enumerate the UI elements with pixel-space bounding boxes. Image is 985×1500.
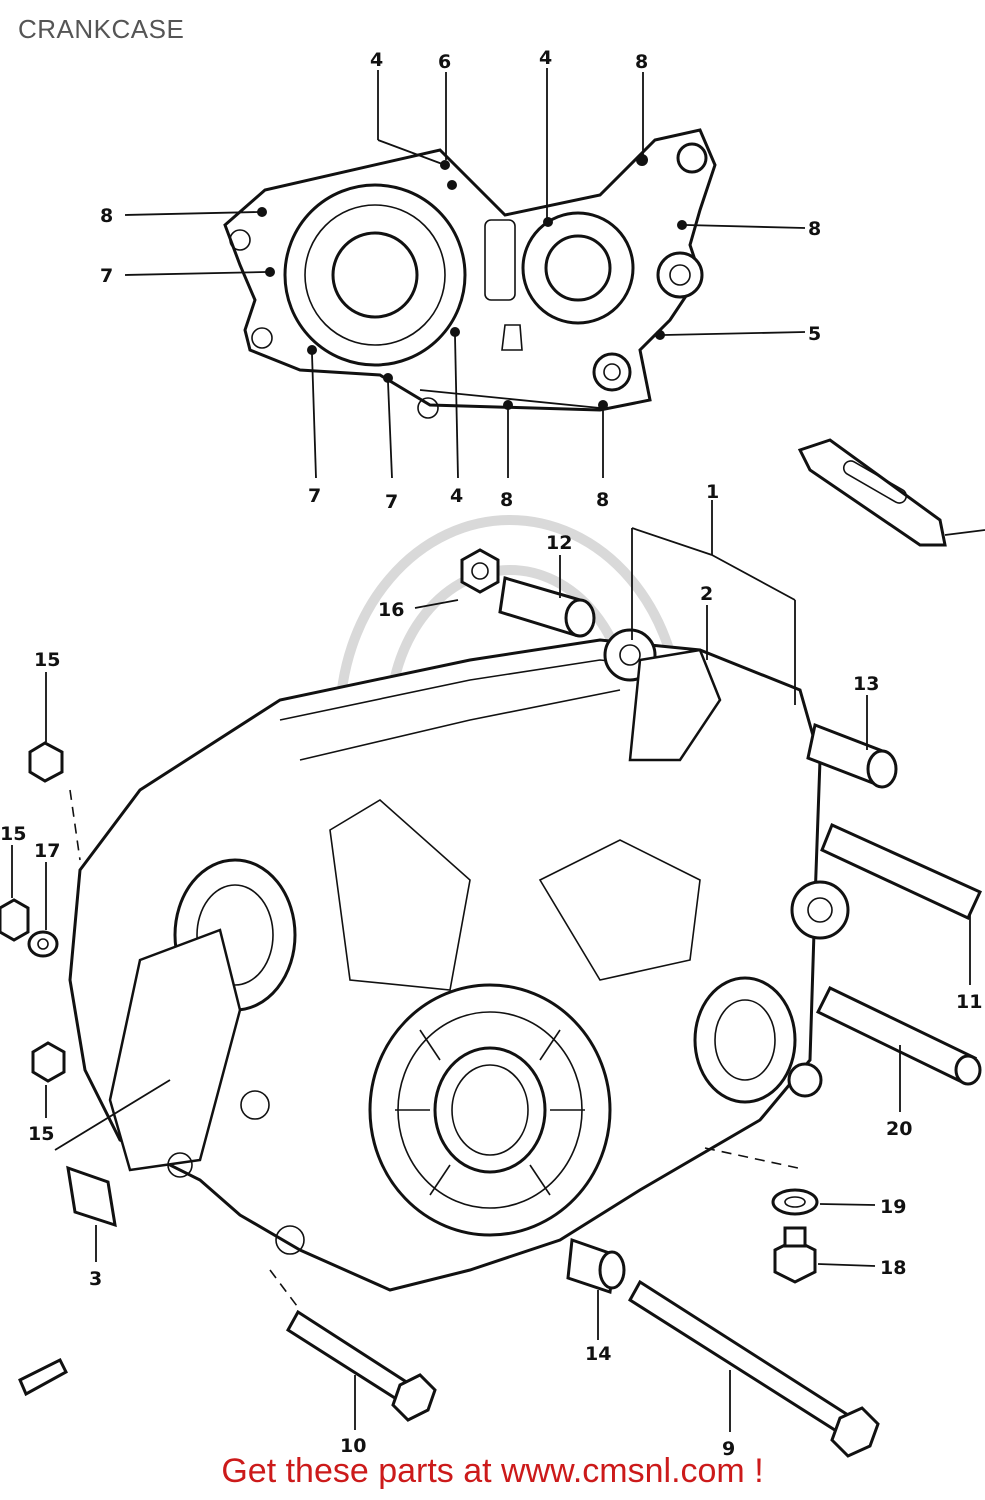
callout-12: 12 xyxy=(546,532,572,554)
callout-15-c: 15 xyxy=(28,1123,54,1145)
callout-2: 2 xyxy=(700,583,713,605)
bolt-10 xyxy=(286,1309,411,1403)
callout-3: 3 xyxy=(89,1268,102,1290)
stud-11 xyxy=(820,822,982,920)
callout-20: 20 xyxy=(886,1118,912,1140)
callout-8-d: 8 xyxy=(500,489,513,511)
callout-8-a: 8 xyxy=(635,51,648,73)
callout-17: 17 xyxy=(34,840,60,862)
callout-7-c: 7 xyxy=(385,491,398,513)
nut-16 xyxy=(460,548,500,594)
callout-5: 5 xyxy=(808,323,821,345)
callout-18: 18 xyxy=(880,1257,906,1279)
callout-14: 14 xyxy=(585,1343,611,1365)
callout-13: 13 xyxy=(853,673,879,695)
callout-1: 1 xyxy=(706,481,719,503)
callout-15-b: 15 xyxy=(0,823,26,845)
washer-17 xyxy=(27,930,59,958)
callout-4-a: 4 xyxy=(370,49,383,71)
callout-11: 11 xyxy=(956,991,982,1013)
footer-parts-link[interactable]: Get these parts at www.cmsnl.com ! xyxy=(221,1452,764,1490)
callout-7-a: 7 xyxy=(100,265,113,287)
forward-arrow-icon xyxy=(18,1357,68,1397)
upper-leader-lines xyxy=(124,68,806,479)
callout-6: 6 xyxy=(438,51,451,73)
washer-19 xyxy=(771,1188,819,1216)
bolt-9 xyxy=(628,1279,851,1435)
callout-10: 10 xyxy=(340,1435,366,1457)
bracket-part xyxy=(797,438,985,547)
callout-4-b: 4 xyxy=(539,47,552,69)
nut-15-a xyxy=(28,741,64,783)
callout-8-e: 8 xyxy=(596,489,609,511)
hose-20 xyxy=(815,986,978,1084)
callout-8-c: 8 xyxy=(808,218,821,240)
callout-16: 16 xyxy=(378,599,404,621)
small-parts xyxy=(0,548,982,1458)
page-title: CRANKCASE xyxy=(18,14,185,44)
nut-15-c xyxy=(31,1041,66,1083)
callout-7-b: 7 xyxy=(308,485,321,507)
crankcase-assembly xyxy=(68,628,850,1292)
callout-9: 9 xyxy=(722,1438,735,1460)
nut-15-b xyxy=(0,898,30,942)
lower-leader-lines xyxy=(11,500,971,1432)
upper-crankcase-half xyxy=(223,128,717,419)
dowel-3 xyxy=(66,1165,117,1228)
callout-8-b: 8 xyxy=(100,205,113,227)
callout-19: 19 xyxy=(880,1196,906,1218)
callout-15-a: 15 xyxy=(34,649,60,671)
callout-4-c: 4 xyxy=(450,485,463,507)
